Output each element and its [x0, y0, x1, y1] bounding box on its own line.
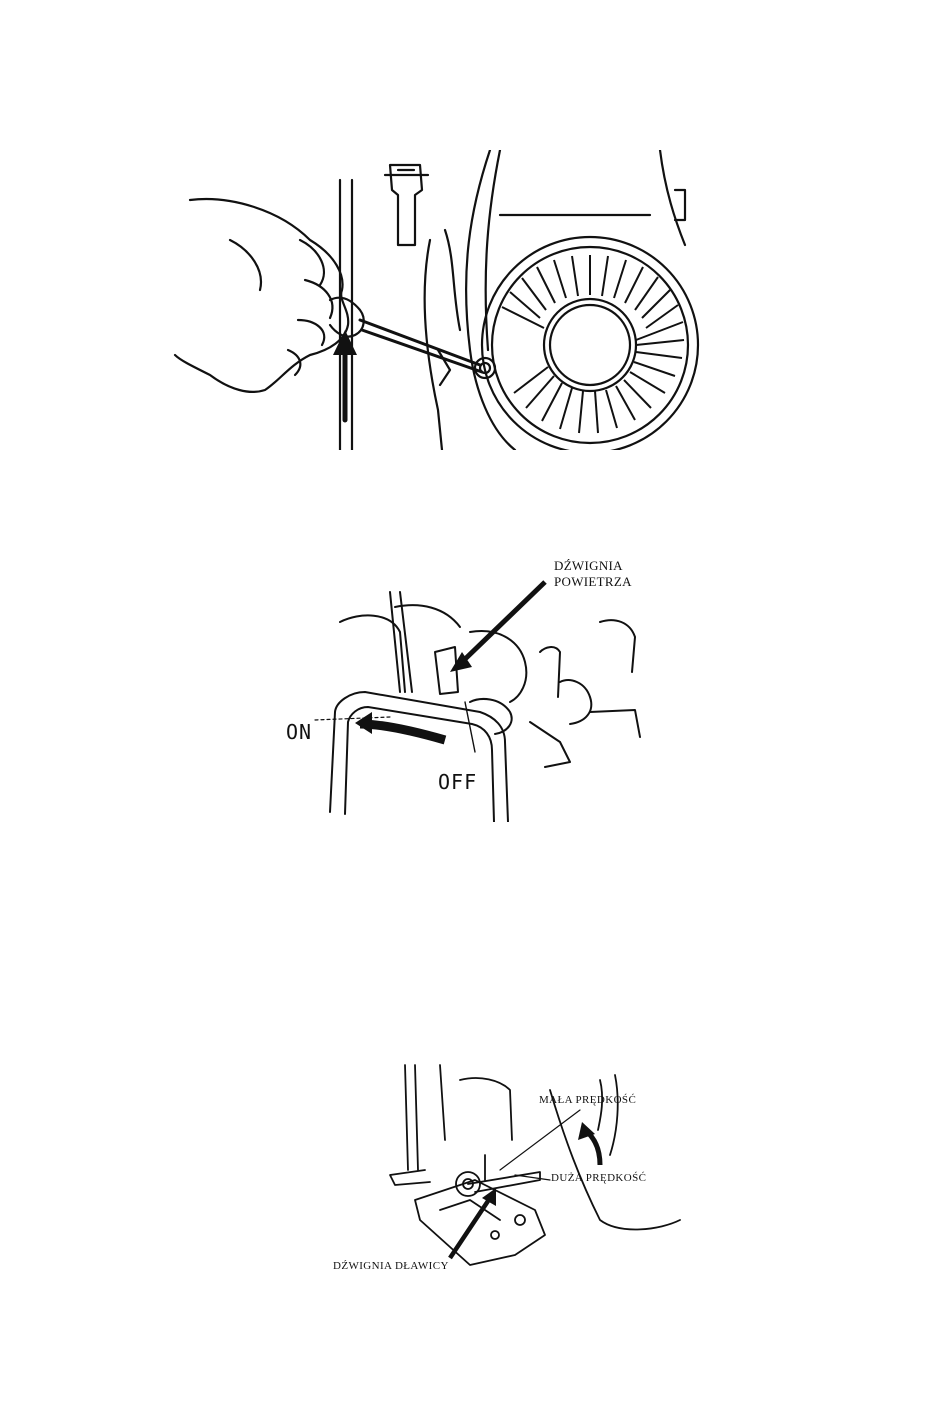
- on-direction-arrow-icon: [355, 712, 372, 734]
- throttle-lever-figure: MAŁA PRĘDKOŚĆ DUŻA PRĘDKOŚĆ DŹWIGNIA DŁA…: [300, 1060, 720, 1280]
- throttle-lever-drawing: [300, 1060, 720, 1280]
- on-label: ON: [286, 720, 312, 744]
- off-label: OFF: [438, 770, 477, 794]
- choke-lever-label-line1: DŹWIGNIA: [554, 558, 632, 574]
- recoil-starter-drawing: [170, 150, 710, 450]
- choke-lever-label: DŹWIGNIA POWIETRZA: [554, 558, 632, 590]
- choke-lever-label-line2: POWIETRZA: [554, 574, 632, 590]
- throttle-lever-label: DŹWIGNIA DŁAWICY: [333, 1260, 449, 1272]
- choke-lever-figure: DŹWIGNIA POWIETRZA ON OFF: [240, 552, 700, 822]
- low-speed-label: MAŁA PRĘDKOŚĆ: [539, 1094, 636, 1106]
- recoil-starter-figure: [170, 150, 710, 450]
- high-speed-label: DUŻA PRĘDKOŚĆ: [551, 1172, 646, 1184]
